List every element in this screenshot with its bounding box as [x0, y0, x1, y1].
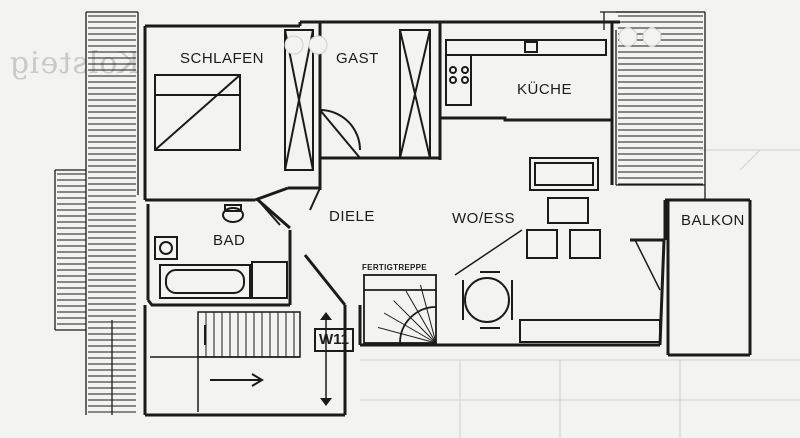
hatch-line [419, 284, 437, 344]
main-stair [150, 311, 301, 412]
sofa [529, 157, 599, 191]
hatch-line [405, 290, 437, 344]
spiral-stair-steps [376, 283, 437, 344]
living-divider-lines [454, 229, 661, 291]
level-arrows [320, 312, 332, 406]
room-label-schlafen: SCHLAFEN [180, 50, 265, 67]
hatch-line [377, 326, 437, 344]
stair-arrow [204, 325, 264, 387]
room-label-gast: GAST [336, 50, 379, 67]
hatch-line [393, 300, 437, 344]
bed [154, 74, 241, 151]
room-label-bad: BAD [213, 232, 246, 249]
main-stair-steps [205, 312, 295, 357]
background-grid [360, 149, 800, 438]
punch-holes [284, 27, 662, 55]
dining-table [462, 271, 513, 329]
hatch-line [383, 312, 437, 344]
room-label-diele: DIELE [329, 208, 375, 225]
stair-label-fertigtreppe: FERTIGTREPPE [362, 263, 427, 272]
outer-walls [143, 20, 752, 417]
kitchen-counter [445, 39, 607, 106]
room-label-balkon: BALKON [681, 212, 745, 229]
left-roof-hatch-lines [57, 15, 136, 413]
armchairs [526, 229, 601, 259]
right-roof-hatch-lines [618, 15, 703, 185]
bath-fixtures [154, 204, 288, 299]
room-label-kueche: KÜCHE [517, 81, 573, 98]
door-swings [257, 109, 361, 226]
left-roof-hatching [54, 11, 139, 415]
stair-tag-w11: W11 [314, 328, 355, 352]
wardrobe-gast [399, 29, 431, 159]
coffee-table [547, 197, 589, 224]
sideboard [519, 319, 661, 343]
room-label-wohness: WO/ESS [452, 210, 516, 227]
